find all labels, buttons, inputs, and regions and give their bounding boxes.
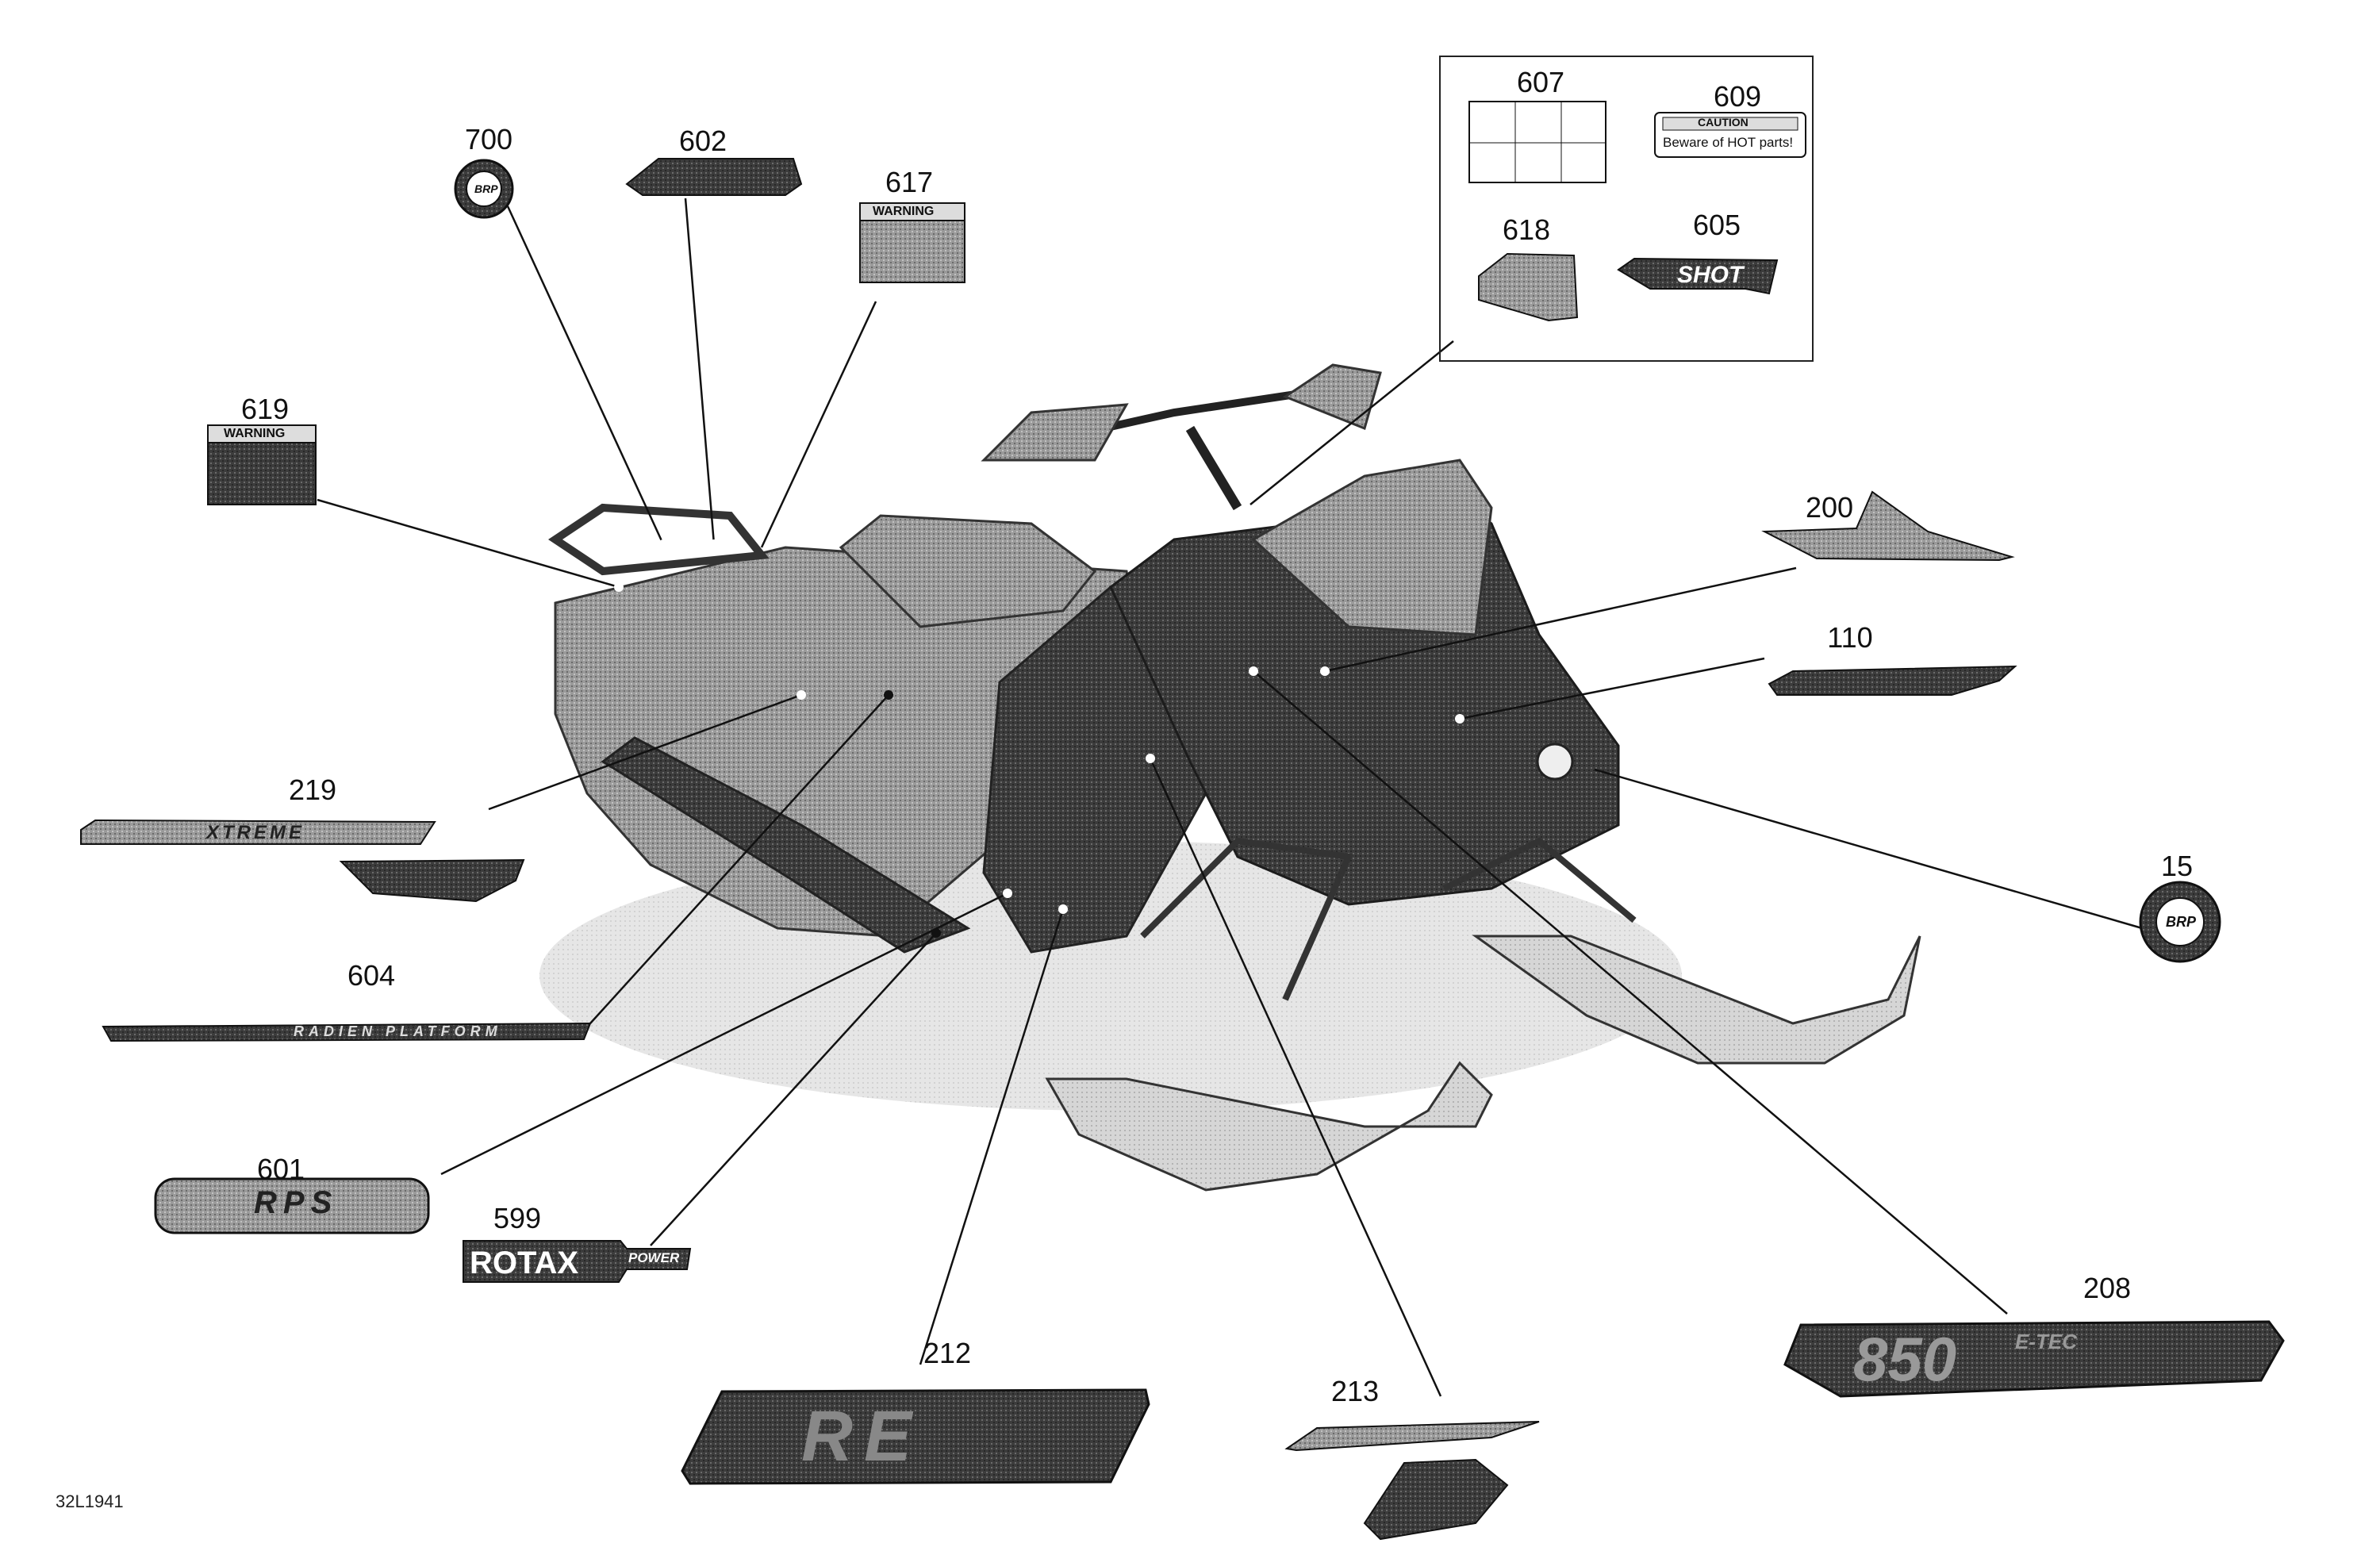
decal-208-etec-text: E-TEC bbox=[2015, 1330, 2077, 1353]
snowmobile-illustration bbox=[547, 363, 1921, 1192]
dot-208 bbox=[1249, 666, 1258, 676]
decal-604-platform-text: RADIEN PLATFORM bbox=[294, 1023, 502, 1039]
dot-212 bbox=[1058, 904, 1068, 914]
hand-guard-right bbox=[1282, 363, 1382, 431]
leader-15 bbox=[1594, 768, 2143, 930]
callout-700: 700 bbox=[464, 123, 513, 155]
decal-605-shape bbox=[1617, 257, 1779, 295]
dot-700 bbox=[658, 539, 668, 549]
callout-213: 213 bbox=[1330, 1375, 1380, 1407]
hand-guard-left bbox=[981, 403, 1129, 462]
callout-604: 604 bbox=[347, 959, 396, 992]
hood-brp-emblem bbox=[1536, 743, 1574, 781]
rear-bumper bbox=[547, 503, 770, 576]
decal-604-strip bbox=[102, 1022, 592, 1042]
callout-15: 15 bbox=[2160, 850, 2194, 882]
leader-604 bbox=[589, 694, 889, 1024]
windshield bbox=[1251, 459, 1493, 636]
decal-619-warning-text: WARNING bbox=[224, 427, 286, 440]
dot-601 bbox=[1003, 889, 1012, 898]
leader-619 bbox=[317, 498, 620, 589]
callout-200: 200 bbox=[1805, 491, 1854, 524]
decal-609-caution bbox=[1654, 112, 1806, 158]
decal-208-badge bbox=[1783, 1320, 2285, 1398]
callout-617: 617 bbox=[885, 166, 934, 198]
leader-602 bbox=[684, 198, 716, 545]
dot-213 bbox=[1146, 754, 1155, 763]
leader-lines bbox=[317, 198, 2143, 1397]
drawing-code: 32L1941 bbox=[56, 1491, 124, 1511]
decal-219-top bbox=[80, 819, 436, 845]
leader-219 bbox=[488, 693, 802, 811]
decal-inset-box bbox=[1439, 56, 1814, 362]
decal-219-xtreme-text: XTREME bbox=[206, 822, 305, 843]
callout-609: 609 bbox=[1713, 80, 1762, 113]
decal-599-rotax-text: ROTAX bbox=[470, 1246, 579, 1280]
decal-213-piece bbox=[1363, 1458, 1509, 1541]
dot-219 bbox=[797, 690, 806, 700]
decal-700-brp-text: BRP bbox=[474, 182, 498, 195]
decal-602-shape bbox=[625, 158, 803, 196]
decal-607-labels bbox=[1468, 101, 1606, 183]
dot-602 bbox=[709, 539, 719, 549]
decal-605-shot-text: SHOT bbox=[1677, 262, 1744, 288]
callout-607: 607 bbox=[1516, 66, 1565, 98]
decal-609-beware-text: Beware of HOT parts! bbox=[1663, 135, 1794, 150]
leader-599 bbox=[650, 932, 937, 1246]
decal-213-strip bbox=[1284, 1421, 1540, 1452]
decal-200-shape bbox=[1761, 490, 2015, 562]
decal-700-brp-roundel bbox=[454, 159, 514, 219]
callout-605: 605 bbox=[1692, 209, 1741, 241]
callout-212: 212 bbox=[923, 1337, 972, 1369]
leader-213 bbox=[1149, 758, 1442, 1397]
dot-599 bbox=[931, 928, 941, 938]
front-suspension bbox=[1140, 837, 1637, 1001]
leader-607 bbox=[1250, 340, 1454, 505]
callout-602: 602 bbox=[678, 125, 727, 157]
leader-601 bbox=[440, 892, 1008, 1176]
decal-212-badge bbox=[681, 1388, 1150, 1485]
dot-604 bbox=[884, 690, 893, 700]
leader-700 bbox=[506, 205, 665, 545]
callout-208: 208 bbox=[2082, 1272, 2132, 1304]
leader-617 bbox=[760, 301, 877, 548]
dot-619 bbox=[614, 582, 624, 592]
decal-15-brp-roundel bbox=[2139, 881, 2221, 963]
callout-110: 110 bbox=[1827, 621, 1873, 654]
ski-right bbox=[1472, 935, 1921, 1065]
decal-617-warning bbox=[859, 202, 965, 283]
handlebar-riser bbox=[1185, 425, 1242, 511]
callout-619: 619 bbox=[240, 393, 290, 425]
decal-219-bottom bbox=[339, 858, 525, 903]
leader-208 bbox=[1253, 670, 2008, 1315]
callout-618: 618 bbox=[1502, 213, 1551, 246]
decal-601-badge bbox=[154, 1177, 430, 1234]
ski-left bbox=[1045, 1061, 1493, 1192]
decal-599-power-text: POWER bbox=[628, 1250, 680, 1265]
seat bbox=[839, 514, 1097, 628]
dot-110 bbox=[1455, 714, 1464, 724]
decal-110-shape bbox=[1768, 665, 2017, 696]
decal-208-engine-text: 850 bbox=[1853, 1324, 1957, 1394]
decal-609-caution-text: CAUTION bbox=[1698, 116, 1749, 129]
leader-110 bbox=[1459, 657, 1765, 720]
callout-601: 601 bbox=[256, 1153, 305, 1185]
track bbox=[601, 736, 971, 954]
decal-618-shape bbox=[1478, 252, 1579, 322]
callout-599: 599 bbox=[493, 1202, 542, 1234]
dot-200 bbox=[1320, 666, 1330, 676]
leader-212 bbox=[919, 908, 1065, 1365]
decal-599-badge bbox=[463, 1240, 692, 1283]
attachment-dots bbox=[614, 539, 1464, 938]
decal-15-brp-text: BRP bbox=[2166, 914, 2197, 930]
leader-200 bbox=[1324, 566, 1797, 673]
callout-219: 219 bbox=[288, 774, 337, 806]
decal-601-rps-text: RPS bbox=[254, 1185, 339, 1220]
decal-617-warning-text: WARNING bbox=[873, 205, 935, 218]
decal-619-warning bbox=[207, 424, 317, 505]
decal-212-re-text: RE bbox=[801, 1397, 923, 1476]
